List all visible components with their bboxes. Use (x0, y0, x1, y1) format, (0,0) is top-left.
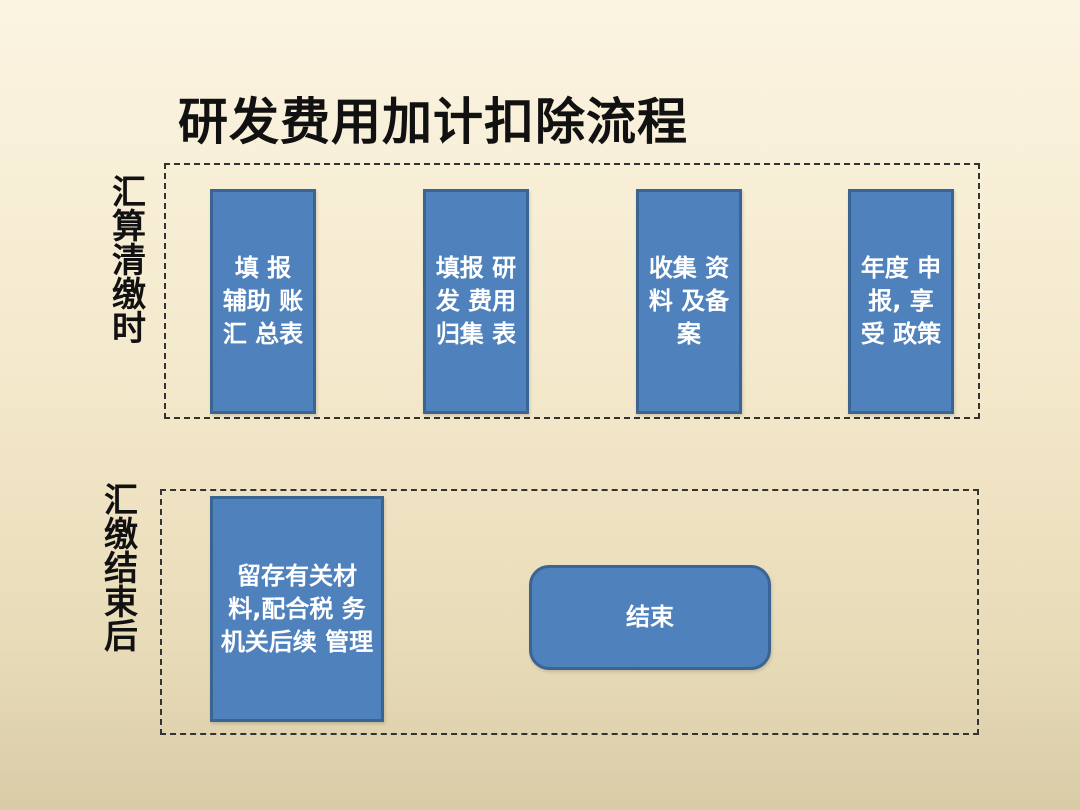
step-annual-declaration[interactable]: 年度 申报, 享受 政策 (848, 189, 954, 414)
step-label: 结束 (626, 603, 674, 631)
step-label: 填报 研发 费用 归集 表 (435, 254, 517, 348)
after-settlement-group-frame (160, 489, 979, 735)
step-collect-and-file[interactable]: 收集 资料 及备 案 (636, 189, 742, 414)
step-label: 留存有关材 料,配合税 务机关后续 管理 (220, 561, 374, 656)
step-end[interactable]: 结束 (529, 565, 771, 670)
step-label: 收集 资料 及备 案 (648, 254, 730, 348)
step-fill-summary-table[interactable]: 填 报 辅助 账汇 总表 (210, 189, 316, 414)
slide-title: 研发费用加计扣除流程 (178, 93, 688, 151)
step-label: 年度 申报, 享受 政策 (860, 254, 942, 348)
section-label-after-settlement: 汇缴结束后 (104, 481, 138, 657)
settlement-group-frame (164, 163, 980, 419)
step-retain-materials[interactable]: 留存有关材 料,配合税 务机关后续 管理 (210, 496, 384, 722)
step-fill-expense-table[interactable]: 填报 研发 费用 归集 表 (423, 189, 529, 414)
section-label-settlement: 汇算清缴时 (112, 173, 146, 349)
step-label: 填 报 辅助 账汇 总表 (222, 254, 304, 348)
